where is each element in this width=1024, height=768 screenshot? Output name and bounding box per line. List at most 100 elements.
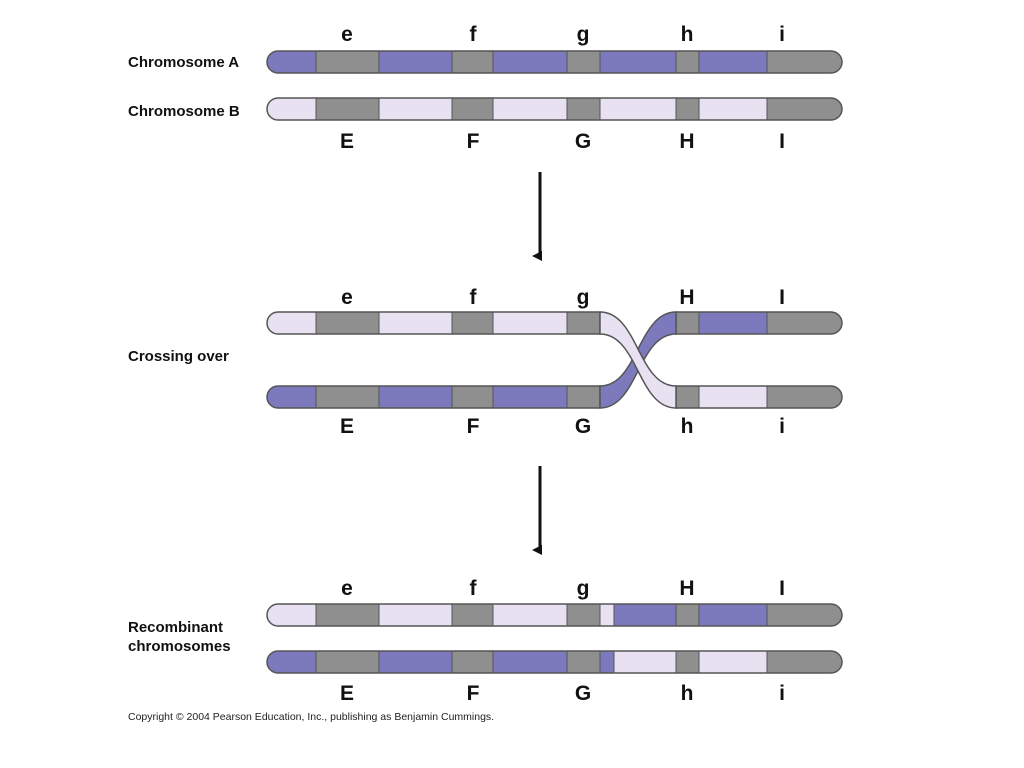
recombinant-chromosome-bottom: [266, 650, 843, 674]
chromatid-segment: [267, 98, 316, 120]
crossing-over-label: Crossing over: [128, 348, 229, 365]
chromatid-segment: [600, 604, 614, 626]
chromatid-segment: [267, 604, 316, 626]
chromatid-segment: [493, 651, 567, 673]
chromosome-outline: [675, 385, 843, 409]
chromatid-segment: [699, 604, 767, 626]
gene-locus: [567, 312, 600, 334]
chromatid-segment: [379, 386, 452, 408]
gene-locus: [316, 651, 379, 673]
gene-locus: [316, 98, 379, 120]
gene-locus: [676, 604, 699, 626]
gene-label: H: [679, 130, 694, 153]
chromatid-segment: [699, 386, 767, 408]
chromatid-segment: [699, 312, 767, 334]
recombinant-top-gene-labels: e f g H I: [341, 577, 785, 600]
gene-label: G: [575, 682, 591, 705]
chromatid-segment: [493, 98, 567, 120]
gene-locus: [452, 386, 493, 408]
crossover-chromosomes: [266, 311, 843, 409]
chromosome-outline: [266, 50, 843, 74]
crossing-strand-down: [599, 311, 677, 409]
gene-label: f: [470, 286, 478, 309]
gene-locus: [767, 98, 842, 120]
gene-label: h: [681, 682, 694, 705]
gene-label: f: [470, 577, 478, 600]
chromosome-outline: [266, 311, 601, 335]
chromatid-segment: [379, 651, 452, 673]
gene-label: f: [470, 23, 478, 46]
chromosome-outline: [266, 603, 843, 627]
chromatid-segment: [699, 98, 767, 120]
crossover-top-right-arm: [675, 311, 843, 335]
recombinant-chromosome-top: [266, 603, 843, 627]
chromatid-segment: [267, 386, 316, 408]
chromatid-segment: [699, 51, 767, 73]
chromatid-segment: [600, 98, 676, 120]
gene-label: E: [340, 130, 354, 153]
gene-locus: [676, 651, 699, 673]
chromatid-segment: [600, 651, 614, 673]
gene-label: i: [779, 23, 785, 46]
gene-locus: [452, 312, 493, 334]
gene-label: I: [779, 577, 785, 600]
gene-locus: [767, 386, 842, 408]
chromatid-segment: [379, 312, 452, 334]
gene-label: g: [577, 577, 590, 600]
gene-label: e: [341, 286, 353, 309]
gene-locus: [567, 651, 600, 673]
chromatid-segment: [493, 604, 567, 626]
gene-label: F: [467, 130, 480, 153]
gene-label: e: [341, 23, 353, 46]
gene-label: F: [467, 682, 480, 705]
chromosome-b-label: Chromosome B: [128, 103, 240, 120]
gene-locus: [452, 651, 493, 673]
parental-bottom-gene-labels: E F G H I: [340, 130, 785, 153]
crossover-top-left-arm: [266, 311, 601, 335]
chromatid-segment: [379, 604, 452, 626]
gene-locus: [316, 386, 379, 408]
chromosome-outline: [266, 97, 843, 121]
gene-label: h: [681, 23, 694, 46]
gene-locus: [676, 98, 699, 120]
gene-locus: [452, 98, 493, 120]
crossover-bottom-gene-labels: E F G h i: [340, 415, 785, 438]
parental-top-gene-labels: e f g h i: [341, 23, 785, 46]
gene-label: E: [340, 415, 354, 438]
chromatid-segment: [493, 312, 567, 334]
gene-locus: [767, 651, 842, 673]
gene-label: g: [577, 286, 590, 309]
gene-label: h: [681, 415, 694, 438]
gene-label: e: [341, 577, 353, 600]
gene-label: I: [779, 130, 785, 153]
recombinant-label-line1: Recombinant: [128, 619, 223, 636]
gene-label: H: [679, 286, 694, 309]
chromatid-segment: [600, 51, 676, 73]
gene-label: E: [340, 682, 354, 705]
gene-locus: [567, 98, 600, 120]
gene-locus: [676, 312, 699, 334]
gene-label: i: [779, 415, 785, 438]
chromatid-segment: [267, 51, 316, 73]
gene-locus: [767, 51, 842, 73]
crossover-bottom-left-arm: [266, 385, 601, 409]
gene-locus: [316, 312, 379, 334]
chromatid-segment: [699, 651, 767, 673]
gene-locus: [316, 51, 379, 73]
gene-label: I: [779, 286, 785, 309]
chromatid-segment: [493, 386, 567, 408]
crossover-top-gene-labels: e f g H I: [341, 286, 785, 309]
crossover-bottom-right-arm: [675, 385, 843, 409]
gene-locus: [676, 386, 699, 408]
gene-label: G: [575, 415, 591, 438]
chromatid-segment: [379, 98, 452, 120]
copyright-text: Copyright © 2004 Pearson Education, Inc.…: [128, 711, 494, 723]
gene-label: H: [679, 577, 694, 600]
recombinant-bottom-gene-labels: E F G h i: [340, 682, 785, 705]
chromosome-a-label: Chromosome A: [128, 54, 239, 71]
gene-locus: [452, 51, 493, 73]
gene-locus: [767, 604, 842, 626]
chromatid-segment: [267, 312, 316, 334]
gene-label: G: [575, 130, 591, 153]
gene-locus: [676, 51, 699, 73]
